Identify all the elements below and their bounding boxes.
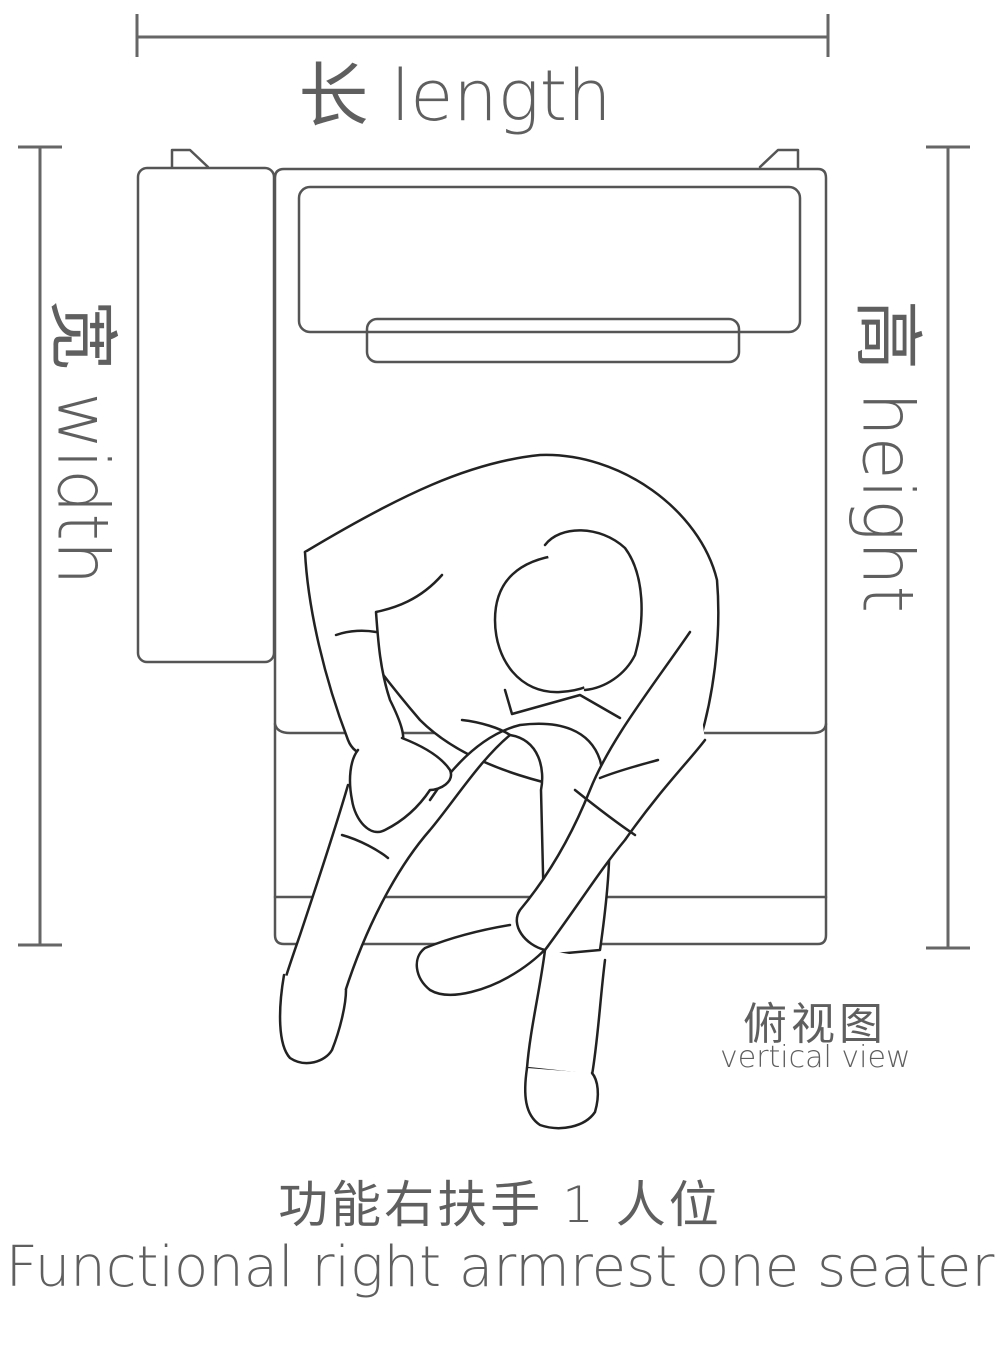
seated-person-figure [278, 453, 720, 1130]
view-label-cn: 俯视图 [743, 999, 887, 1050]
sleeve-crease-1 [334, 629, 378, 637]
width-dimension-line [18, 145, 62, 947]
height-label: 高 height [846, 300, 929, 613]
dimension-lines [18, 14, 970, 950]
hair [543, 529, 643, 692]
left-hand [348, 736, 453, 834]
height-dimension-line [926, 145, 970, 950]
width-label: 宽 width [41, 300, 124, 586]
lumbar-pillow [365, 317, 741, 364]
collar [503, 688, 622, 720]
right-back-leg-tab [758, 148, 800, 169]
arm-crease [598, 758, 660, 780]
right-foot [524, 1066, 600, 1130]
right-lower-leg [525, 948, 607, 1077]
left-back-leg-tab [170, 148, 210, 169]
shin-line [573, 788, 637, 837]
leg-crease [340, 833, 390, 860]
left-armrest [136, 166, 276, 664]
length-label: 长 length [298, 55, 612, 137]
caption-title-cn: 功能右扶手 1 人位 [278, 1176, 722, 1234]
crossed-foot [415, 923, 550, 997]
sofa-body [273, 167, 828, 946]
left-foot [278, 973, 348, 1065]
sleeve-crease-2 [460, 718, 512, 737]
back-cushion [297, 185, 802, 334]
right-arm [515, 630, 707, 952]
view-label-en: vertical view [720, 1040, 911, 1075]
length-dimension-line [135, 14, 830, 57]
caption-title-en: Functional right armrest one seater [5, 1235, 995, 1300]
